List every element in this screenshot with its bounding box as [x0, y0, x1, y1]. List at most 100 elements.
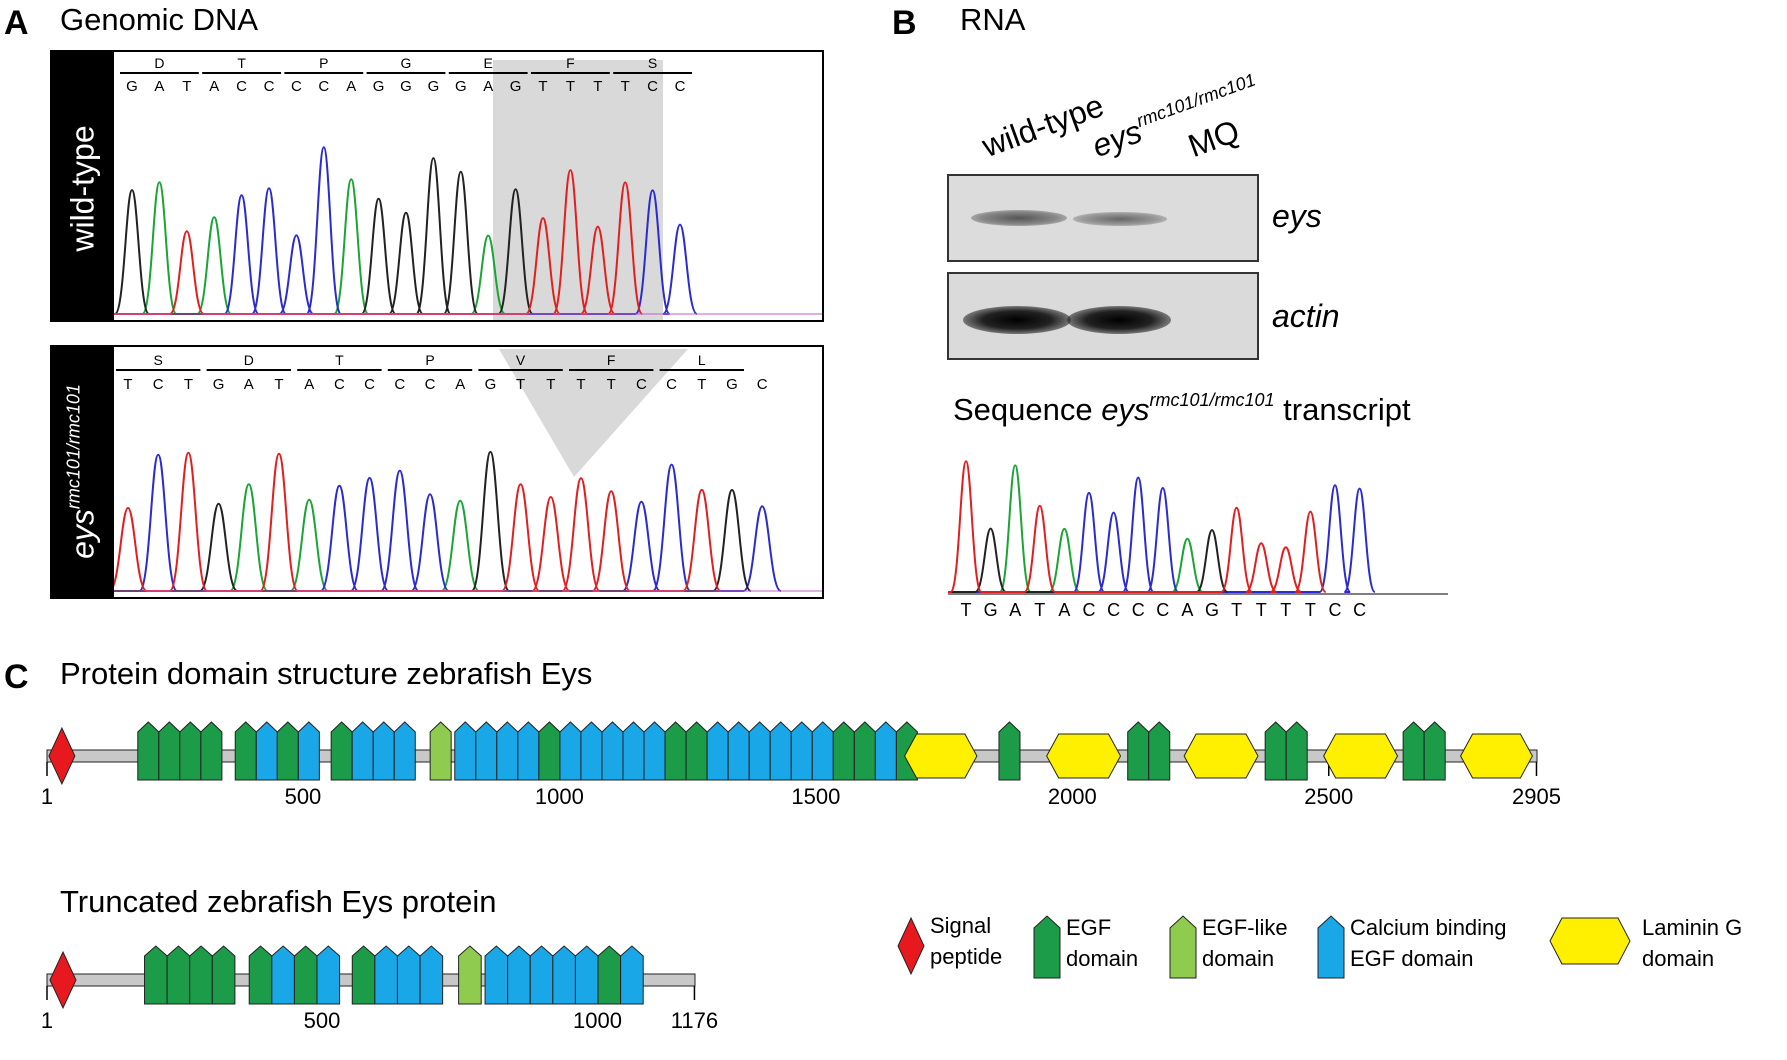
- full-domain-egf: [330, 721, 353, 781]
- wt-base-label: T: [566, 78, 575, 95]
- full-domain-caegf: [643, 721, 666, 781]
- wt-trace-T: [114, 169, 644, 315]
- mut-trace-C: [114, 453, 782, 592]
- transcript-title: Sequence eysrmc101/rmc101 transcript: [953, 390, 1411, 428]
- full-tick-label: 1: [41, 784, 53, 809]
- full-domain-egf: [832, 721, 855, 781]
- legend-signal-icon: [897, 916, 925, 976]
- full-domain-caegf: [811, 721, 834, 781]
- wt-aa-label: E: [484, 55, 493, 71]
- gel-actin-band-mut: [1067, 306, 1171, 334]
- trunc-domain-caegf: [271, 945, 295, 1005]
- trunc-domain-egf: [293, 945, 318, 1005]
- wt-base-label: A: [154, 78, 164, 95]
- panel-b-letter: B: [892, 4, 917, 42]
- mut-base-label: C: [394, 376, 405, 393]
- full-domain-caegf: [297, 721, 320, 781]
- full-domain-egf: [234, 721, 257, 781]
- lane-label-mut: eysrmc101/rmc101: [1087, 69, 1264, 165]
- rna-base-label: T: [961, 600, 972, 620]
- rna-base-label: T: [1256, 600, 1267, 620]
- rna-base-label: G: [984, 600, 998, 620]
- wt-aa-label: F: [566, 55, 575, 71]
- full-domain-egf: [664, 721, 687, 781]
- trunc-tick-label: 1000: [573, 1008, 622, 1033]
- gel-label-actin: actin: [1272, 298, 1340, 334]
- rna-base-label: C: [1132, 600, 1145, 620]
- mut-base-label: C: [153, 376, 164, 393]
- mut-base-label: C: [666, 376, 677, 393]
- mut-trace-A: [114, 483, 480, 592]
- wt-base-label: T: [621, 78, 630, 95]
- wt-base-label: A: [209, 78, 219, 95]
- wt-aa-label: G: [401, 55, 412, 71]
- trunc-domain-egf: [351, 945, 376, 1005]
- wt-base-label: G: [373, 78, 385, 95]
- legend-egflike-line1: EGF-like: [1202, 915, 1288, 940]
- trunc-domain-caegf: [374, 945, 398, 1005]
- rna-base-label: A: [1058, 600, 1070, 620]
- panel-c-title-trunc: Truncated zebrafish Eys protein: [60, 884, 497, 919]
- mut-base-label: T: [576, 376, 585, 393]
- legend-egflike-label: EGF-like domain: [1202, 912, 1288, 974]
- full-domain-egf: [1127, 721, 1150, 781]
- full-domain-egf: [179, 721, 202, 781]
- mut-aa-label: T: [335, 352, 344, 368]
- trunc-tick-label: 1: [41, 1008, 53, 1033]
- full-domain-egf: [538, 721, 561, 781]
- mut-base-label: T: [697, 376, 706, 393]
- mut-base-label: T: [607, 376, 616, 393]
- trunc-domain-caegf: [574, 945, 599, 1005]
- full-domain-caegf: [559, 721, 582, 781]
- full-domain-lamg: [1046, 733, 1122, 779]
- trunc-domain-egf: [211, 945, 236, 1005]
- panel-a-title: Genomic DNA: [60, 2, 259, 37]
- wt-base-label: C: [291, 78, 302, 95]
- mut-base-label: T: [546, 376, 555, 393]
- mut-side-label-sup: rmc101/rmc101: [63, 384, 84, 510]
- wt-base-label: G: [428, 78, 440, 95]
- mut-side-label: eysrmc101/rmc101: [63, 373, 102, 571]
- full-domain-egf: [685, 721, 708, 781]
- wt-base-label: G: [126, 78, 138, 95]
- trunc-domain-egf: [248, 945, 273, 1005]
- transcript-title-post: transcript: [1274, 392, 1411, 427]
- gel-actin-band-wt: [963, 306, 1071, 334]
- lane-label-mut-sup: rmc101/rmc101: [1133, 69, 1259, 132]
- full-domain-egf: [1285, 721, 1308, 781]
- rna-base-label: C: [1353, 600, 1366, 620]
- rna-base-label: T: [1305, 600, 1316, 620]
- legend-egflike-line2: domain: [1202, 946, 1275, 971]
- full-tick-label: 500: [285, 784, 322, 809]
- wt-aa-label: S: [648, 55, 657, 71]
- legend-caegf-line1: Calcium binding: [1350, 915, 1507, 940]
- transcript-title-it: eys: [1101, 392, 1150, 427]
- wt-base-label: T: [593, 78, 602, 95]
- mut-aa-label: F: [607, 352, 616, 368]
- wt-base-label: C: [647, 78, 658, 95]
- full-domain-lamg: [1183, 733, 1259, 779]
- mut-base-label: A: [455, 376, 465, 393]
- full-domain-caegf: [255, 721, 278, 781]
- mut-base-label: T: [516, 376, 525, 393]
- trunc-tick-label: 500: [304, 1008, 341, 1033]
- transcript-title-pre: Sequence: [953, 392, 1102, 427]
- panel-c-letter: C: [4, 658, 29, 696]
- mut-base-label: C: [636, 376, 647, 393]
- full-domain-egf: [1148, 721, 1171, 781]
- wt-aa-label: P: [319, 55, 328, 71]
- wt-base-label: A: [346, 78, 356, 95]
- trunc-domain-signal: [49, 950, 77, 1010]
- legend-egf-line2: domain: [1066, 946, 1139, 971]
- full-domain-egf: [1402, 721, 1425, 781]
- wt-base-label: G: [455, 78, 467, 95]
- full-domain-caegf: [372, 721, 395, 781]
- mut-aa-label: L: [698, 352, 706, 368]
- legend-lamg-line1: Laminin G: [1642, 915, 1743, 940]
- rna-base-label: C: [1107, 600, 1120, 620]
- panel-a-letter: A: [4, 4, 29, 42]
- rna-base-label: C: [1083, 600, 1096, 620]
